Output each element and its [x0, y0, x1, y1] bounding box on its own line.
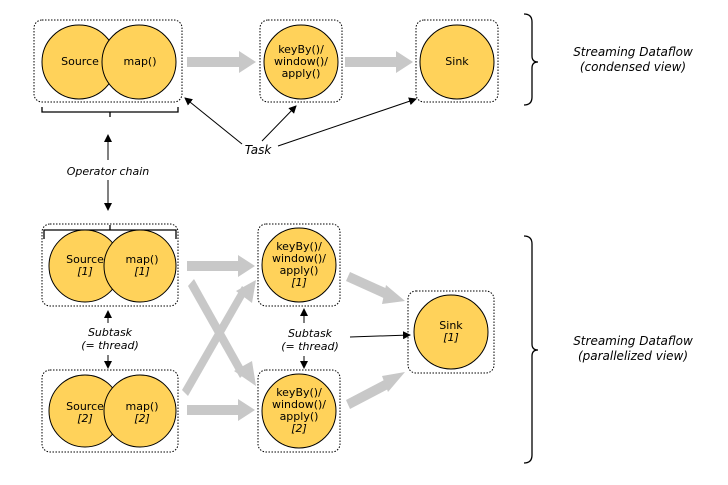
subtask-label-mid: Subtask(= thread): [281, 327, 339, 353]
subtask-arrow-sink: [349, 331, 411, 340]
task-box-source-map: [33, 19, 183, 103]
map-label: map(): [123, 55, 157, 68]
window-label: keyBy()/ window()/ apply(): [273, 43, 329, 80]
brace-parallel: [523, 235, 539, 464]
window-node-2: [261, 373, 337, 449]
flow-arrow-w1-sink: [346, 272, 405, 304]
task-arrow-3: [277, 97, 417, 147]
condensed-view-label: Streaming Dataflow(condensed view): [573, 45, 693, 74]
map2-label: map()[2]: [125, 400, 159, 425]
brace-condensed: [523, 13, 539, 106]
subtask-label-left: Subtask(= thread): [81, 326, 139, 352]
map-node: [101, 24, 177, 100]
map1-label: map()[1]: [125, 253, 159, 278]
subtask-box-window-1: [257, 223, 341, 307]
map-node-1: [103, 229, 177, 303]
task-arrow-2: [261, 105, 297, 142]
sink-label: Sink: [445, 55, 469, 68]
task-arrow-1: [184, 97, 243, 145]
task-box-sink: [415, 19, 499, 103]
sink-parallel-label: Sink[1]: [439, 319, 463, 344]
task-box-window: [259, 19, 343, 103]
subtask-box-window-2: [257, 369, 341, 453]
task-label: Task: [244, 143, 272, 157]
map-node-2: [103, 374, 177, 448]
source1-label: Source[1]: [66, 253, 104, 278]
sink-node: [419, 24, 495, 100]
source-label: Source: [61, 55, 99, 68]
subtask-box-source-map-2: [41, 369, 179, 453]
source2-label: Source[2]: [66, 400, 104, 425]
parallel-view-label: Streaming Dataflow(parallelized view): [573, 334, 693, 363]
sink-node-parallel: [413, 294, 489, 370]
window1-label: keyBy()/ window()/ apply() [1]: [271, 240, 327, 289]
operator-chain-brace-bottom: [43, 225, 177, 239]
flow-arrow-2-2: [187, 399, 255, 421]
flow-arrow-1-1: [187, 255, 255, 277]
operator-chain-brace-top: [41, 107, 179, 117]
window2-label: keyBy()/ window()/ apply() [2]: [271, 386, 327, 435]
flow-arrow-w2-sink: [346, 372, 405, 409]
flow-arrow-top-2: [345, 51, 413, 73]
window-node-1: [261, 227, 337, 303]
operator-chain-label: Operator chain: [66, 165, 150, 178]
flow-arrow-top-1: [187, 51, 256, 73]
flow-arrow-1-2: [188, 279, 256, 386]
flow-arrow-2-1: [182, 280, 256, 396]
window-node: [263, 24, 339, 100]
subtask-box-source-map-1: [41, 223, 179, 307]
